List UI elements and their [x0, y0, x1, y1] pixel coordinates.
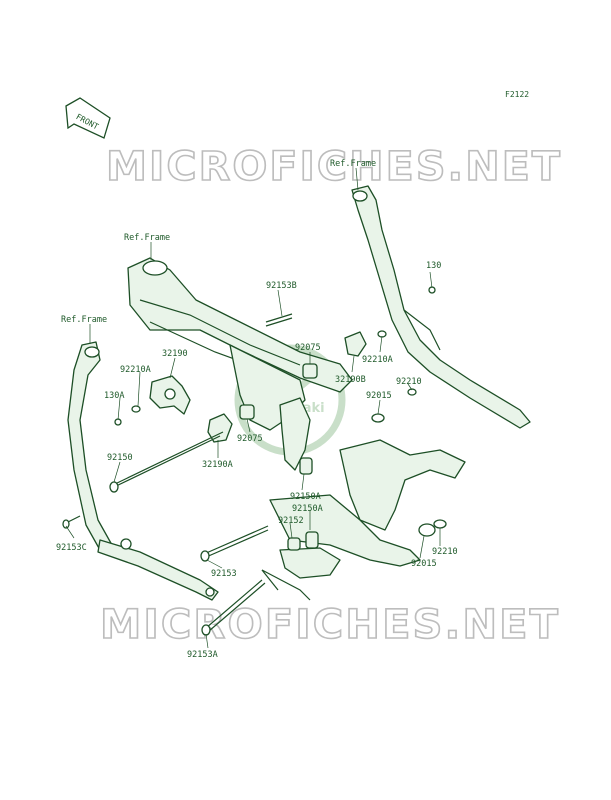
- bolt-92153a: [205, 579, 263, 629]
- bracket-32190a: [207, 413, 233, 443]
- bolt-92153b: [265, 317, 293, 327]
- washer-92015-right: [371, 413, 385, 423]
- watermark-bottom: MICROFICHES.NET: [100, 602, 560, 648]
- frame-lower-cradle: [261, 439, 466, 601]
- label-92153a: 92153A: [187, 650, 218, 660]
- label-92153c: 92153C: [56, 543, 87, 553]
- nut-92210a-left: [131, 405, 141, 413]
- bracket-32190: [149, 375, 191, 415]
- watermark-top: MICROFICHES.NET: [106, 144, 562, 190]
- collar-92075-top: [302, 363, 318, 379]
- frame-right-tube: [351, 185, 531, 429]
- label-32190: 32190: [162, 349, 188, 359]
- washer-92015-low: [418, 523, 436, 537]
- bolt-92150: [111, 435, 221, 489]
- label-32190b: 32190B: [335, 375, 366, 385]
- label-ref-frame-top: Ref.Frame: [124, 233, 170, 243]
- bolt-92153: [203, 529, 269, 559]
- damper-92150a: [299, 457, 313, 475]
- bracket-32190b: [344, 331, 367, 357]
- collar-92152: [287, 537, 301, 551]
- nut-92210-low: [433, 519, 447, 529]
- figure-id: F2122: [505, 90, 529, 99]
- label-92210a-left: 92210A: [120, 365, 151, 375]
- label-92153: 92153: [211, 569, 237, 579]
- label-92015-right: 92015: [366, 391, 392, 401]
- label-130: 130: [426, 261, 441, 271]
- label-92152: 92152: [278, 516, 304, 526]
- nut-92210-right: [407, 388, 417, 396]
- label-32190a: 32190A: [202, 460, 233, 470]
- label-92210-right: 92210: [396, 377, 422, 387]
- collar-92075-mid: [239, 404, 255, 420]
- label-92150a-2: 92150A: [292, 504, 323, 514]
- label-130a: 130A: [104, 391, 124, 401]
- label-92150a-1: 92150A: [290, 492, 321, 502]
- damper-92150a-2: [305, 531, 319, 549]
- bolt-92150-head: [109, 481, 119, 493]
- label-ref-frame-right: Ref.Frame: [330, 159, 376, 169]
- label-92075-top: 92075: [295, 343, 321, 353]
- label-92210a-top: 92210A: [362, 355, 393, 365]
- label-ref-frame-left: Ref.Frame: [61, 315, 107, 325]
- front-arrow-icon: FRONT: [65, 97, 111, 139]
- label-92150: 92150: [107, 453, 133, 463]
- leader-lines: [65, 167, 441, 649]
- label-92015-low: 92015: [411, 559, 437, 569]
- frame-left-downtube: [67, 341, 219, 601]
- label-92210-low: 92210: [432, 547, 458, 557]
- label-92153b: 92153B: [266, 281, 297, 291]
- label-92075-mid: 92075: [237, 434, 263, 444]
